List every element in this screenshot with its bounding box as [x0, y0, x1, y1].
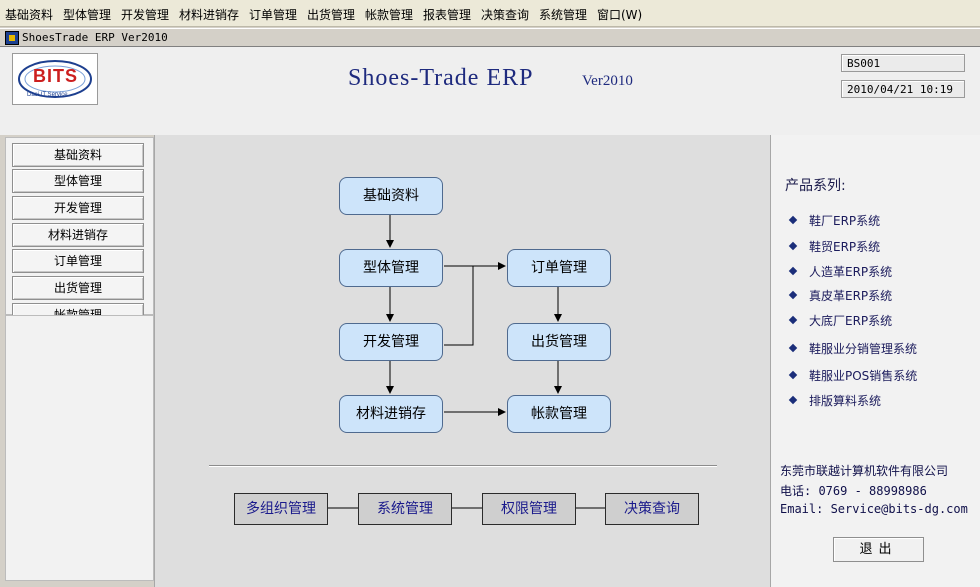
sidebar-item-ship[interactable]: 出货管理	[12, 276, 144, 300]
flow-node-order[interactable]: 订单管理	[507, 249, 611, 287]
menu-material[interactable]: 材料进销存	[179, 8, 240, 22]
connector-dev-order	[444, 266, 474, 346]
menu-report[interactable]: 报表管理	[423, 8, 472, 22]
sidebar-item-basic[interactable]: 基础资料	[12, 143, 144, 167]
product-item[interactable]: 鞋厂ERP系统	[788, 212, 880, 229]
system-management-button[interactable]: 系统管理	[358, 493, 452, 525]
flow-node-basic[interactable]: 基础资料	[339, 177, 443, 215]
info-panel: 产品系列: 鞋厂ERP系统 鞋贸ERP系统 人造革ERP系统 真皮革ERP系统 …	[770, 135, 980, 587]
bullet-icon	[788, 395, 798, 405]
divider	[209, 465, 717, 467]
sidebar-item-dev[interactable]: 开发管理	[12, 196, 144, 220]
company-name: 东莞市联越计算机软件有限公司	[780, 464, 949, 478]
menu-ship[interactable]: 出货管理	[307, 8, 356, 22]
window-title: ShoesTrade ERP Ver2010	[22, 31, 168, 44]
menu-order[interactable]: 订单管理	[249, 8, 298, 22]
permission-management-button[interactable]: 权限管理	[482, 493, 576, 525]
product-item[interactable]: 鞋贸ERP系统	[788, 238, 880, 255]
menu-style[interactable]: 型体管理	[63, 8, 112, 22]
product-item[interactable]: 鞋服业分销管理系统	[788, 340, 917, 357]
bits-logo: BITS Dasi IT Service	[12, 53, 98, 105]
app-icon[interactable]	[5, 31, 19, 45]
menu-basic[interactable]: 基础资料	[5, 8, 54, 22]
company-email: Email: Service@bits-dg.com	[780, 502, 968, 516]
bullet-icon	[788, 343, 798, 353]
menu-account[interactable]: 帐款管理	[365, 8, 414, 22]
product-item[interactable]: 人造革ERP系统	[788, 263, 892, 280]
main-window: ShoesTrade ERP Ver2010 BITS Dasi IT Serv…	[0, 28, 980, 587]
product-item[interactable]: 鞋服业POS销售系统	[788, 367, 917, 384]
bullet-icon	[788, 290, 798, 300]
sidebar-item-style[interactable]: 型体管理	[12, 169, 144, 193]
bullet-icon	[788, 241, 798, 251]
logo-subtext: Dasi IT Service	[27, 92, 68, 98]
product-item[interactable]: 排版算料系统	[788, 392, 881, 409]
flow-node-material[interactable]: 材料进销存	[339, 395, 443, 433]
logo-text: BITS	[33, 66, 79, 86]
bullet-icon	[788, 215, 798, 225]
sidebar-item-material[interactable]: 材料进销存	[12, 223, 144, 247]
sidebar-item-order[interactable]: 订单管理	[12, 249, 144, 273]
flow-node-ship[interactable]: 出货管理	[507, 323, 611, 361]
decision-query-button[interactable]: 决策查询	[605, 493, 699, 525]
flow-node-account[interactable]: 帐款管理	[507, 395, 611, 433]
app-title: Shoes-Trade ERP	[348, 65, 534, 91]
menu-bar: 基础资料 型体管理 开发管理 材料进销存 订单管理 出货管理 帐款管理 报表管理…	[0, 0, 980, 27]
company-phone: 电话: 0769 - 88998986	[780, 484, 927, 498]
menu-dev[interactable]: 开发管理	[121, 8, 170, 22]
datetime-field: 2010/04/21 10:19	[841, 80, 965, 98]
flow-node-style[interactable]: 型体管理	[339, 249, 443, 287]
menu-decision[interactable]: 决策查询	[481, 8, 530, 22]
flow-connectors	[327, 215, 605, 509]
products-heading: 产品系列:	[785, 178, 846, 194]
exit-button[interactable]: 退出	[833, 537, 924, 562]
user-code-field: BS001	[841, 54, 965, 72]
flow-node-dev[interactable]: 开发管理	[339, 323, 443, 361]
body-area: 基础资料 型体管理 开发管理 材料进销存 订单管理 出货管理 帐款管理	[0, 135, 980, 587]
window-titlebar: ShoesTrade ERP Ver2010	[0, 29, 980, 47]
sidebar: 基础资料 型体管理 开发管理 材料进销存 订单管理 出货管理 帐款管理	[5, 137, 154, 327]
bullet-icon	[788, 370, 798, 380]
app-version: Ver2010	[582, 73, 633, 89]
org-management-button[interactable]: 多组织管理	[234, 493, 328, 525]
header: BITS Dasi IT Service Shoes-Trade ERP Ver…	[0, 47, 980, 135]
flow-panel: 基础资料 型体管理 开发管理 材料进销存 订单管理 出货管理 帐款管理 多组织管…	[154, 135, 771, 587]
bullet-icon	[788, 315, 798, 325]
product-item[interactable]: 大底厂ERP系统	[788, 312, 892, 329]
bullet-icon	[788, 266, 798, 276]
menu-system[interactable]: 系统管理	[539, 8, 588, 22]
product-item[interactable]: 真皮革ERP系统	[788, 287, 892, 304]
menu-window[interactable]: 窗口(W)	[597, 8, 643, 22]
sidebar-empty-area	[5, 315, 154, 581]
